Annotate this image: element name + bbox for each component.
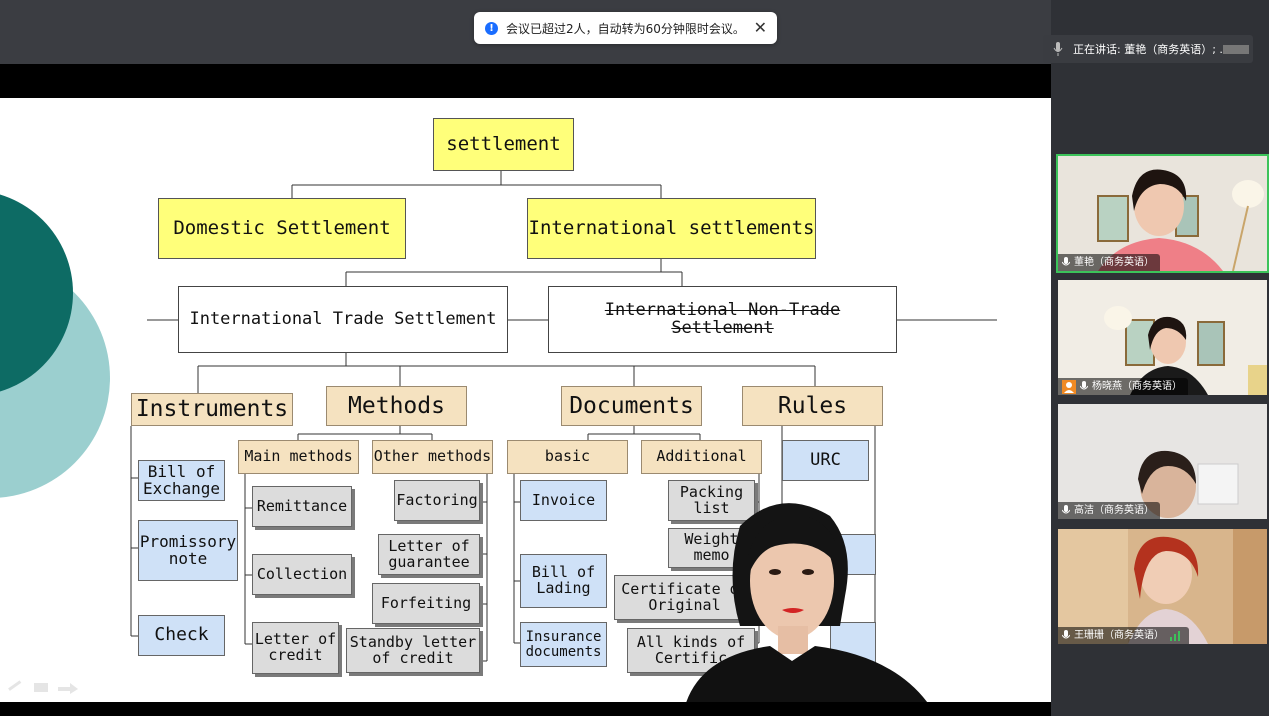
participant-name: 王珊珊（商务英语） <box>1074 630 1164 641</box>
bill-of-lading-box: Bill of Lading <box>520 554 607 608</box>
mic-icon <box>1053 42 1063 56</box>
check-box: Check <box>138 615 225 656</box>
share-bottom-band <box>0 702 1051 716</box>
participant-nameplate: 高洁（商务英语） <box>1058 502 1160 519</box>
participant-name: 董艳（商务英语） <box>1074 257 1154 268</box>
factoring-box: Factoring <box>394 480 480 521</box>
slide-decoration <box>0 171 997 662</box>
shared-screen-slide: settlement Domestic Settlement Internati… <box>0 98 1051 702</box>
documents-header: Documents <box>561 386 702 426</box>
packing-list-box: Packing list <box>668 480 755 521</box>
participant-tile-2[interactable]: 杨晓燕（商务英语） <box>1058 280 1267 395</box>
share-top-band <box>0 64 1051 98</box>
participant-tile-1[interactable]: 董艳（商务英语） <box>1056 154 1269 273</box>
international-trade-settlement-box: International Trade Settlement <box>178 286 508 353</box>
toast-message: 会议已超过2人，自动转为60分钟限时会议。 <box>506 21 745 36</box>
participant-nameplate: 董艳（商务英语） <box>1058 254 1160 271</box>
participant-nameplate: 王珊珊（商务英语） <box>1058 627 1189 644</box>
insurance-documents-box: Insurance documents <box>520 622 607 667</box>
settlement-box: settlement <box>433 118 574 171</box>
participant-name: 杨晓燕（商务英语） <box>1092 381 1182 392</box>
notification-toast: ! 会议已超过2人，自动转为60分钟限时会议。 ✕ <box>474 12 777 44</box>
participant-video <box>1058 280 1267 395</box>
participant-video <box>1058 156 1267 271</box>
toast-close-button[interactable]: ✕ <box>753 18 767 37</box>
presenter-video-overlay <box>686 503 927 702</box>
additional-header: Additional <box>641 440 762 474</box>
mic-icon <box>1062 505 1070 514</box>
mic-icon <box>1062 630 1070 639</box>
participant-tile-4[interactable]: 王珊珊（商务英语） <box>1058 529 1267 644</box>
top-toolbar: ! 会议已超过2人，自动转为60分钟限时会议。 ✕ <box>0 0 1051 64</box>
main-methods-header: Main methods <box>238 440 359 474</box>
speaking-indicator: 正在讲话: 董艳（商务英语）; ... <box>1043 35 1253 63</box>
instruments-header: Instruments <box>131 393 293 426</box>
remittance-box: Remittance <box>252 486 352 527</box>
forfeiting-box: Forfeiting <box>372 583 480 624</box>
participant-name: 高洁（商务英语） <box>1074 505 1154 516</box>
avatar-icon <box>1062 379 1076 394</box>
participant-tile-3[interactable]: 高洁（商务英语） <box>1058 404 1267 519</box>
collection-box: Collection <box>252 554 352 595</box>
methods-header: Methods <box>326 386 467 426</box>
info-icon: ! <box>485 21 498 35</box>
blurred-name-decoration <box>1223 45 1249 54</box>
bill-of-exchange-box: Bill of Exchange <box>138 460 225 501</box>
urc-box: URC <box>782 440 869 481</box>
letter-of-credit-box: Letter of credit <box>252 622 339 674</box>
international-settlements-box: International settlements <box>527 198 816 259</box>
domestic-settlement-box: Domestic Settlement <box>158 198 406 259</box>
mic-icon <box>1062 257 1070 266</box>
mic-icon <box>1080 381 1088 390</box>
speaking-text: 正在讲话: 董艳（商务英语）; ... <box>1073 43 1230 56</box>
standby-letter-of-credit-box: Standby letter of credit <box>346 628 480 673</box>
promissory-note-box: Promissory note <box>138 520 238 581</box>
signal-strength-icon <box>1170 631 1180 641</box>
invoice-box: Invoice <box>520 480 607 521</box>
basic-header: basic <box>507 440 628 474</box>
other-methods-header: Other methods <box>372 440 493 474</box>
participant-video <box>1058 529 1267 644</box>
letter-of-guarantee-box: Letter of guarantee <box>378 534 480 575</box>
rules-header: Rules <box>742 386 883 426</box>
participant-nameplate: 杨晓燕（商务英语） <box>1058 378 1188 395</box>
international-non-trade-settlement-box: International Non-Trade Settlement <box>548 286 897 353</box>
annotation-tools[interactable] <box>6 680 86 700</box>
certificate-of-original-box: Certificate of Original <box>614 575 755 620</box>
